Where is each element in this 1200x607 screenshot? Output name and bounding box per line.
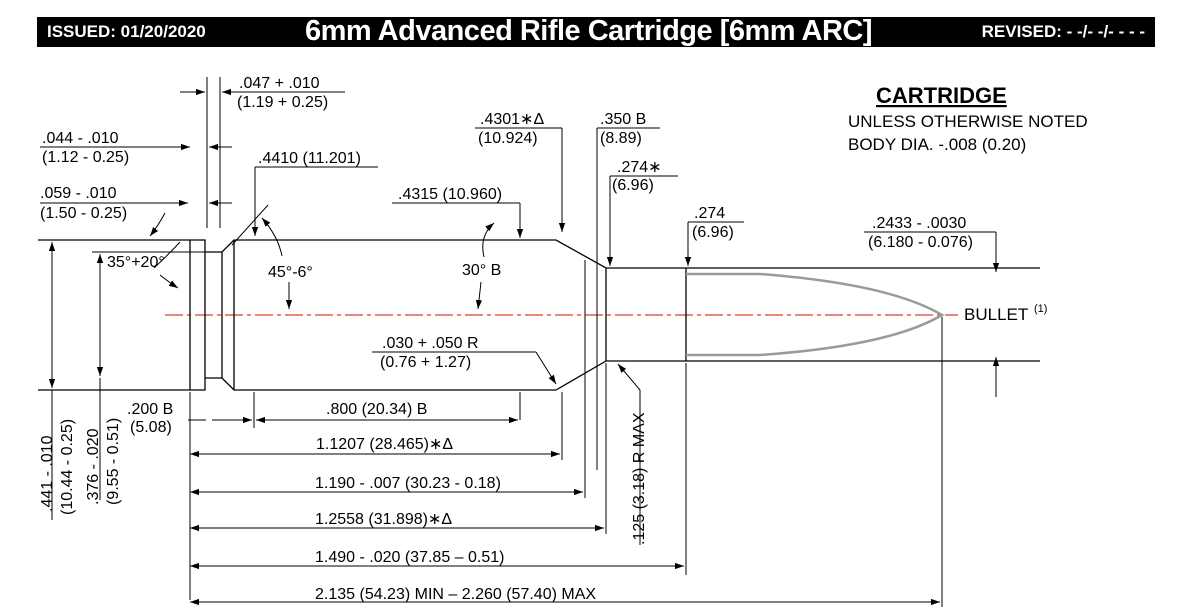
shoulder-len: 1.190 - .007 (30.23 - 0.18) (315, 475, 501, 492)
body-diameter-dim: .4315 (10.960) (392, 186, 524, 420)
bullet-footnote: (1) (1034, 303, 1047, 315)
head-len-in: .200 B (127, 401, 173, 418)
datum-length-dim: 1.1207 (28.465)∗Δ (190, 392, 563, 460)
chamfer-angle-dim: 35°+20° (92, 241, 205, 289)
neck-radius: .125 (3.18) R MAX (631, 412, 648, 545)
groove-width-mm: (1.12 - 0.25) (42, 149, 129, 166)
body-len: .800 (20.34) B (326, 401, 427, 418)
groove-width-in: .044 - .010 (42, 130, 119, 147)
rim-dia-in: .441 - .010 (39, 435, 56, 512)
groove-diameter2-dim: .376 - .020 (9.55 - 0.51) (85, 254, 122, 505)
bullet-dia-in: .2433 - .0030 (872, 215, 966, 232)
groove-diameter-dim: .059 - .010 (1.50 - 0.25) (40, 185, 232, 237)
shoulder-dia-mm: (10.924) (478, 130, 538, 147)
neck-len-mm: (8.89) (600, 130, 642, 147)
bullet-outline (686, 272, 945, 357)
overall-length-dim: 2.135 (54.23) MIN – 2.260 (57.40) MAX (190, 317, 943, 607)
neck-dia2-in: .274 (694, 205, 725, 222)
case-length-dim: 1.490 - .020 (37.85 – 0.51) (190, 363, 687, 575)
head-length-dim: .200 B (5.08) (127, 392, 252, 600)
rim-thickness-dim: .047 + .010 (1.19 + 0.25) (180, 75, 345, 228)
fillet-radius-dim: .030 + .050 R (0.76 + 1.27) (372, 335, 557, 385)
head-len-mm: (5.08) (130, 419, 172, 436)
note-line-1: UNLESS OTHERWISE NOTED (848, 112, 1088, 131)
case-len: 1.490 - .020 (37.85 – 0.51) (315, 549, 504, 566)
neck-dia-mm: (6.96) (612, 177, 654, 194)
neck-len-in: .350 B (600, 111, 646, 128)
neck-radius-dim: .125 (3.18) R MAX (617, 363, 648, 545)
coal: 2.135 (54.23) MIN – 2.260 (57.40) MAX (315, 586, 596, 603)
neck-diameter-dim: .274∗ (6.96) (606, 159, 678, 266)
groove-width-dim: .044 - .010 (1.12 - 0.25) (40, 130, 232, 166)
shoulder-angle: 30° B (462, 262, 501, 279)
case-outline (38, 239, 1040, 391)
note-line-2: BODY DIA. -.008 (0.20) (848, 135, 1026, 154)
rim-diameter-dim: .441 - .010 (10.44 - 0.25) (39, 242, 76, 520)
neck-start-dim: 1.2558 (31.898)∗Δ (190, 363, 607, 534)
shoulder-angle-dim: 30° B (462, 222, 556, 310)
issued-date: ISSUED: 01/20/2020 (47, 22, 206, 41)
body-length-dim: .800 (20.34) B (253, 392, 518, 428)
groove-d2-in: .376 - .020 (85, 428, 102, 505)
extractor-angle-dim: 45°-6° (231, 204, 313, 309)
datum-len: 1.1207 (28.465)∗Δ (316, 436, 453, 453)
base-diameter-dim: .4410 (11.201) (251, 150, 378, 236)
chamfer-angle: 35°+20° (107, 254, 165, 271)
extractor-angle: 45°-6° (268, 264, 313, 281)
neck-diameter2-dim: .274 (6.96) (684, 205, 744, 266)
revised-date: REVISED: - -/- -/- - - - (981, 22, 1145, 41)
shoulder-dia-in: .4301∗Δ (480, 111, 544, 128)
base-dia: .4410 (11.201) (258, 150, 361, 167)
rim-width-in: .047 + .010 (239, 75, 320, 92)
neck-start: 1.2558 (31.898)∗Δ (315, 511, 452, 528)
body-dia: .4315 (10.960) (398, 186, 502, 203)
neck-dia2-mm: (6.96) (692, 224, 734, 241)
groove-dia-in: .059 - .010 (40, 185, 117, 202)
bullet-dia-mm: (6.180 - 0.076) (868, 234, 973, 251)
section-heading: CARTRIDGE (876, 83, 1007, 108)
drawing-title: 6mm Advanced Rifle Cartridge [6mm ARC] (305, 15, 873, 47)
fillet-mm: (0.76 + 1.27) (380, 354, 471, 371)
fillet-in: .030 + .050 R (382, 335, 479, 352)
neck-dia-in: .274∗ (617, 159, 662, 176)
neck-length-dim: .350 B (8.89) (596, 111, 660, 470)
groove-dia-mm: (1.50 - 0.25) (40, 205, 127, 222)
bullet-label: BULLET (964, 305, 1028, 324)
shoulder-length-dim: 1.190 - .007 (30.23 - 0.18) (190, 260, 586, 498)
rim-width-mm: (1.19 + 0.25) (237, 94, 328, 111)
bullet-diameter-dim: .2433 - .0030 (6.180 - 0.076) (864, 215, 1000, 397)
header-bar: ISSUED: 01/20/2020 6mm Advanced Rifle Ca… (37, 15, 1155, 47)
shoulder-diameter-dim: .4301∗Δ (10.924) (475, 111, 566, 232)
rim-dia-mm: (10.44 - 0.25) (59, 419, 76, 515)
groove-d2-mm: (9.55 - 0.51) (105, 418, 122, 505)
